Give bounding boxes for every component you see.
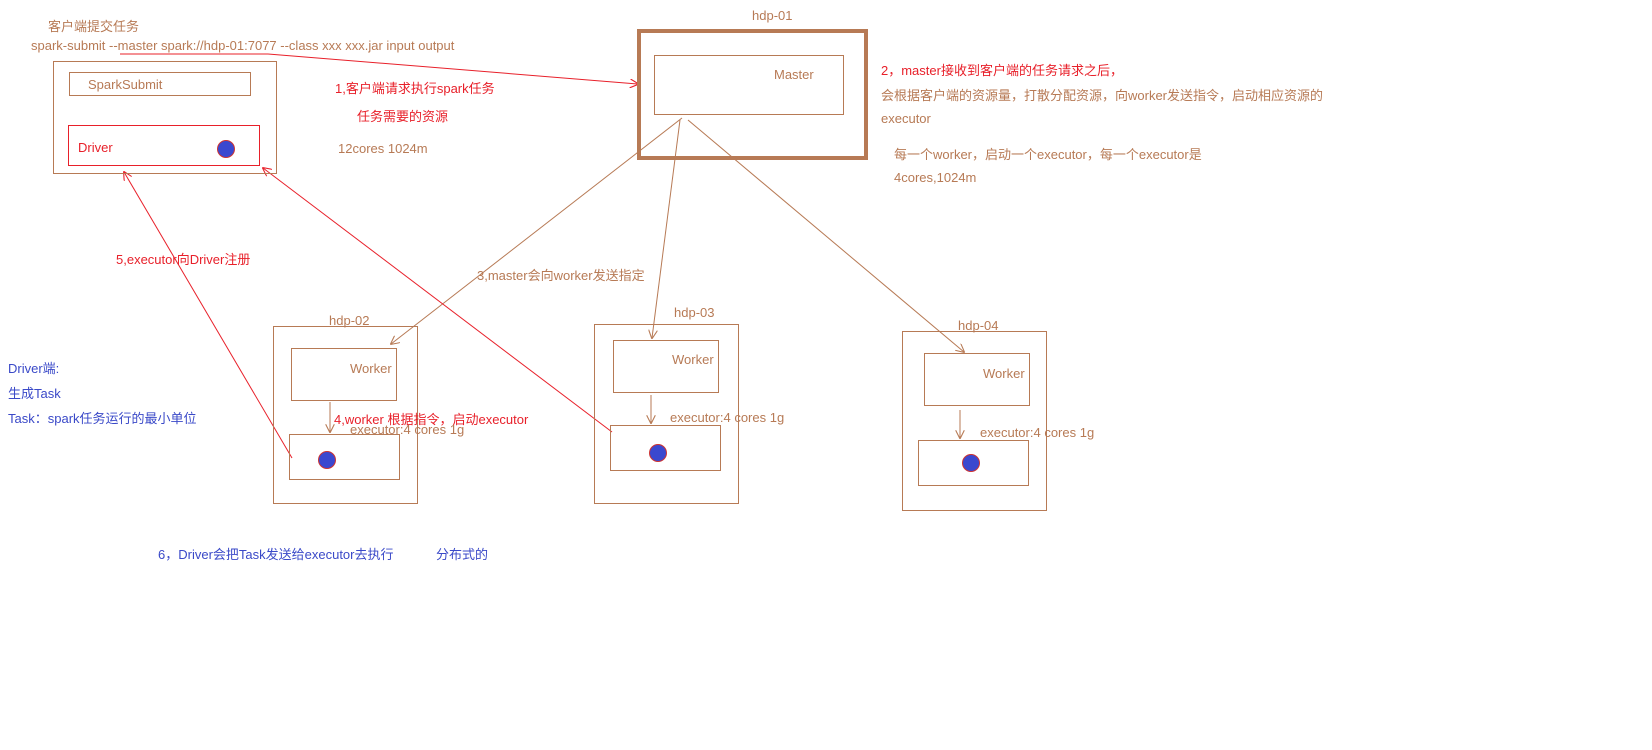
worker-node-hdp02 <box>273 326 418 504</box>
executor-dot-hdp04 <box>962 454 980 472</box>
client-title: 客户端提交任务 <box>48 19 140 34</box>
step5-label: 5,executor向Driver注册 <box>116 252 251 267</box>
executor-spec-hdp03: executor:4 cores 1g <box>670 410 785 425</box>
step4-label: 4,worker 根据指令，启动executor <box>334 412 529 427</box>
hdp02-host-label: hdp-02 <box>329 313 370 328</box>
executor-note-resources: 4cores,1024m <box>894 170 977 185</box>
executor-box-hdp02 <box>289 434 400 480</box>
worker-node-hdp03 <box>594 324 739 504</box>
step2-label: 2，master接收到客户端的任务请求之后， <box>881 63 1123 78</box>
sparksubmit-box: SparkSubmit <box>69 72 251 96</box>
step3-label: 3,master会向worker发送指定 <box>477 268 645 283</box>
sparksubmit-label: SparkSubmit <box>88 77 163 92</box>
master-process-box: Master <box>654 55 844 115</box>
step2-description-cont: executor <box>881 111 931 126</box>
hdp03-host-label: hdp-03 <box>674 305 715 320</box>
hdp04-host-label: hdp-04 <box>958 318 999 333</box>
worker-label-hdp03: Worker <box>672 352 714 367</box>
executor-spec-hdp02: executor:4 cores 1g <box>350 422 465 437</box>
worker-box-hdp04: Worker <box>924 353 1030 406</box>
driver-note-task-def: Task：spark任务运行的最小单位 <box>8 411 197 426</box>
worker-node-hdp04 <box>902 331 1047 511</box>
master-node <box>637 29 868 160</box>
worker-box-hdp02: Worker <box>291 348 397 401</box>
driver-label: Driver <box>78 140 113 155</box>
step2-description: 会根据客户端的资源量，打散分配资源，向worker发送指令，启动相应资源的 <box>881 88 1324 103</box>
master-host-label: hdp-01 <box>752 8 793 23</box>
worker-box-hdp03: Worker <box>613 340 719 393</box>
driver-note-task: 生成Task <box>8 386 61 401</box>
arrow-master-to-hdp02 <box>391 117 683 344</box>
worker-label-hdp04: Worker <box>983 366 1025 381</box>
step1-resources-label: 任务需要的资源 <box>357 109 449 124</box>
client-node <box>53 61 277 174</box>
driver-note-title: Driver端: <box>8 361 60 376</box>
executor-dot-hdp03 <box>649 444 667 462</box>
resource-amount: 12cores 1024m <box>338 141 428 156</box>
executor-box-hdp03 <box>610 425 721 471</box>
worker-label-hdp02: Worker <box>350 361 392 376</box>
executor-box-hdp04 <box>918 440 1029 486</box>
executor-dot-hdp02 <box>318 451 336 469</box>
step6-label: 6，Driver会把Task发送给executor去执行 <box>158 547 394 562</box>
spark-submit-command: spark-submit --master spark://hdp-01:707… <box>31 38 455 53</box>
step1-label: 1,客户端请求执行spark任务 <box>335 81 495 96</box>
master-label: Master <box>774 67 814 82</box>
distributed-label: 分布式的 <box>436 547 489 562</box>
arrow-client-to-master-diag <box>267 53 638 84</box>
arrow-executor03-to-driver <box>263 168 613 433</box>
driver-box: Driver <box>68 125 260 166</box>
executor-spec-hdp04: executor:4 cores 1g <box>980 425 1095 440</box>
arrow-executor02-to-driver <box>124 172 293 459</box>
executor-note: 每一个worker，启动一个executor，每一个executor是 <box>894 147 1202 162</box>
driver-process-dot <box>217 140 235 158</box>
